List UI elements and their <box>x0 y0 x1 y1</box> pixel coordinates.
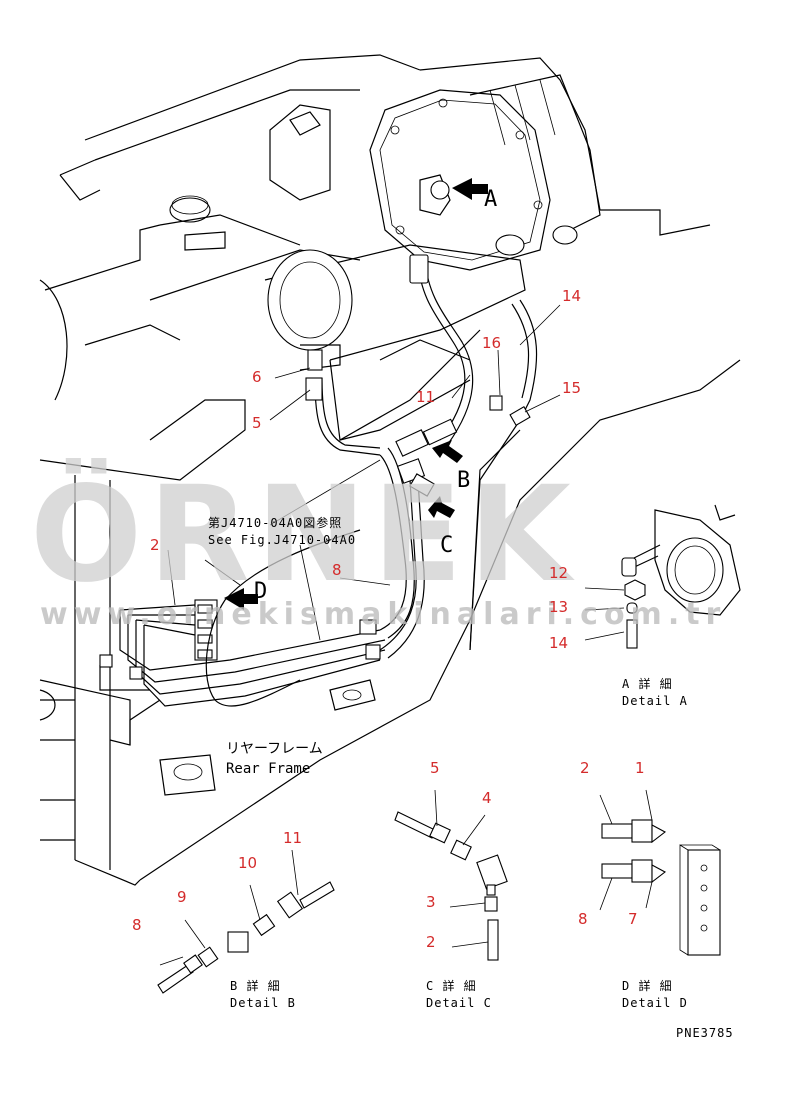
view-arrow-d <box>224 588 258 610</box>
detail-b-parts <box>157 849 335 994</box>
callout-2-main: 2 <box>150 536 160 554</box>
callout-8-detail-b: 8 <box>132 916 142 934</box>
reference-balloon <box>205 529 361 707</box>
detail-b-title-jp: B 詳 細 <box>230 978 281 993</box>
callout-16: 16 <box>482 334 501 352</box>
callout-3: 3 <box>426 893 436 911</box>
callout-11-detail-b: 11 <box>283 829 302 847</box>
callout-5-main: 5 <box>252 414 262 432</box>
detail-c-title-jp: C 詳 細 <box>426 978 477 993</box>
leader-lines <box>167 304 561 641</box>
detail-d-title-jp: D 詳 細 <box>622 978 673 993</box>
view-arrow-c <box>428 496 455 518</box>
rear-frame-label-en: Rear Frame <box>226 761 310 777</box>
rear-frame-label-jp: リヤーフレーム <box>226 741 323 757</box>
reference-note-jp: 第J4710-04A0図参照 <box>208 515 342 530</box>
callout-8-detail-d: 8 <box>578 910 588 928</box>
callout-2-detail-d: 2 <box>580 759 590 777</box>
reference-note-en: See Fig.J4710-04A0 <box>208 533 356 547</box>
callout-9: 9 <box>177 888 187 906</box>
callout-7: 7 <box>628 910 638 928</box>
detail-d-title-en: Detail D <box>622 996 688 1010</box>
detail-a-title-en: Detail A <box>622 694 688 708</box>
callout-14-main: 14 <box>562 287 581 305</box>
fittings <box>99 254 531 680</box>
detail-a-title-jp: A 詳 細 <box>622 676 673 691</box>
callout-2-detail-c: 2 <box>426 933 436 951</box>
callout-1: 1 <box>635 759 645 777</box>
callout-13: 13 <box>549 598 568 616</box>
callout-8-main: 8 <box>332 561 342 579</box>
drawing-code: PNE3785 <box>676 1026 734 1040</box>
machine-line-art <box>39 54 741 886</box>
detail-d-parts <box>599 789 721 956</box>
callout-12: 12 <box>549 564 568 582</box>
view-letter-b: B <box>457 468 470 493</box>
view-arrow-b <box>432 440 463 463</box>
view-letter-c: C <box>440 533 453 558</box>
callout-11-main: 11 <box>416 388 435 406</box>
detail-a-flange-view <box>621 504 741 616</box>
detail-b-title-en: Detail B <box>230 996 296 1010</box>
detail-c-parts <box>394 789 508 961</box>
view-letter-d: D <box>254 579 267 604</box>
view-arrow-a <box>452 178 488 200</box>
detail-a-parts <box>584 579 646 649</box>
callout-4: 4 <box>482 789 492 807</box>
watermark-url: www.ornekismakinalari.com.tr <box>40 597 726 632</box>
callout-10: 10 <box>238 854 257 872</box>
callout-6: 6 <box>252 368 262 386</box>
callout-15: 15 <box>562 379 581 397</box>
callout-14-detail-a: 14 <box>549 634 568 652</box>
detail-c-title-en: Detail C <box>426 996 492 1010</box>
view-letter-a: A <box>484 187 497 212</box>
watermark-brand: ÖRNEK <box>30 458 577 612</box>
callout-5-detail-c: 5 <box>430 759 440 777</box>
